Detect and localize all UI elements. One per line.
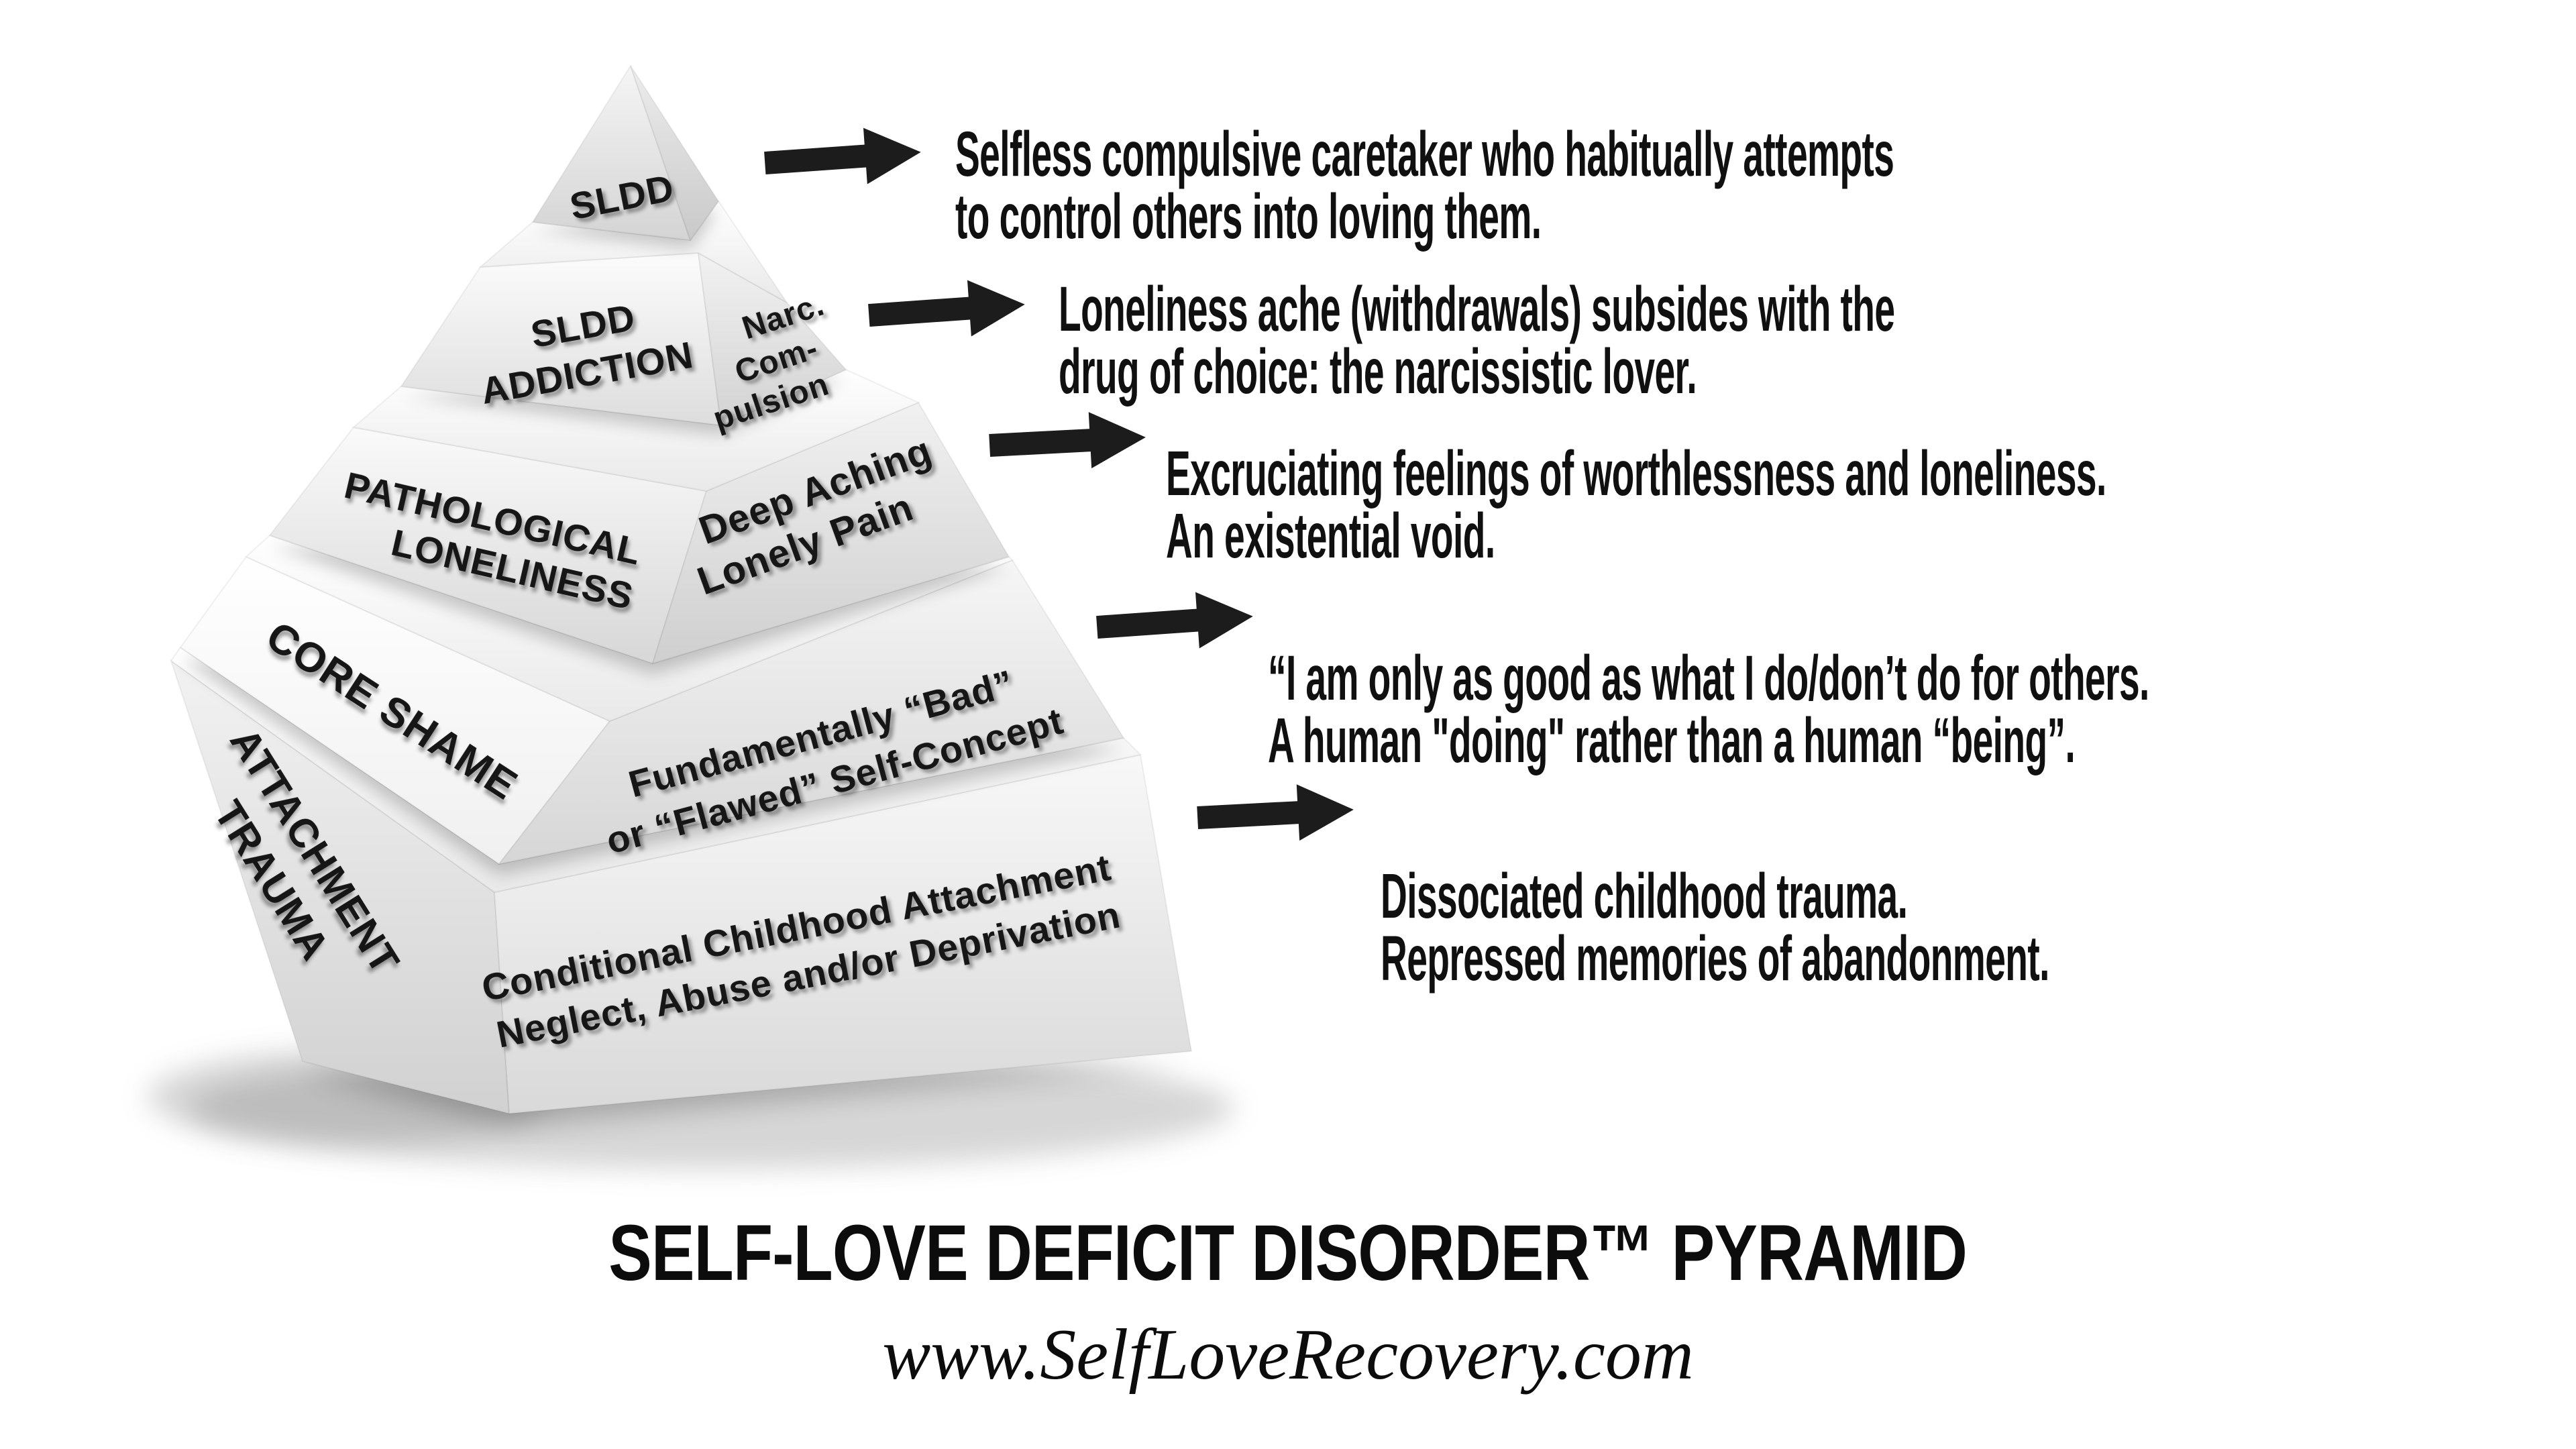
level-4-description-line2: A human "doing" rather than a human “bei… [1268,705,2076,776]
page-title: SELF-LOVE DEFICIT DISORDER™ PYRAMID [608,1209,1968,1297]
level-3-description: Excruciating feelings of worthlessness a… [1166,438,2106,572]
website-row: www.SelfLoveRecovery.com [0,1313,2576,1397]
level-4-description-line1: “I am only as good as what I do/don’t do… [1268,643,2149,714]
level-1-description-line1: Selfless compulsive caretaker who habitu… [955,119,1894,190]
arrow-icon-level-5 [1197,784,1354,841]
level-2-description-line2: drug of choice: the narcissistic lover. [1059,336,1697,407]
arrow-icon-level-4 [1096,592,1253,649]
pyramid-level-5-right-face [493,753,1193,1115]
footer: SELF-LOVE DEFICIT DISORDER™ PYRAMID [0,1208,2576,1299]
pyramid-level-1-right-face [630,65,720,242]
level-4-description: “I am only as good as what I do/don’t do… [1268,643,2149,776]
level-5-description-line1: Dissociated childhood trauma. [1381,861,1908,932]
arrow-icon-level-2 [868,280,1025,337]
level-1-description: Selfless compulsive caretaker who habitu… [955,119,1894,252]
arrow-icon-level-3 [989,412,1146,469]
level-5-description: Dissociated childhood trauma. Repressed … [1381,861,2049,994]
website-url: www.SelfLoveRecovery.com [882,1315,1694,1395]
arrow-icon-level-1 [764,127,921,184]
level-3-description-line2: An existential void. [1166,500,1495,572]
level-1-description-line2: to control others into loving them. [955,181,1542,252]
level-2-description-line1: Loneliness ache (withdrawals) subsides w… [1059,274,1895,345]
level-3-description-line1: Excruciating feelings of worthlessness a… [1166,438,2106,509]
level-2-description: Loneliness ache (withdrawals) subsides w… [1059,274,1895,407]
level-5-description-line2: Repressed memories of abandonment. [1381,923,2049,994]
pyramid-level-2-right-face [697,252,847,427]
